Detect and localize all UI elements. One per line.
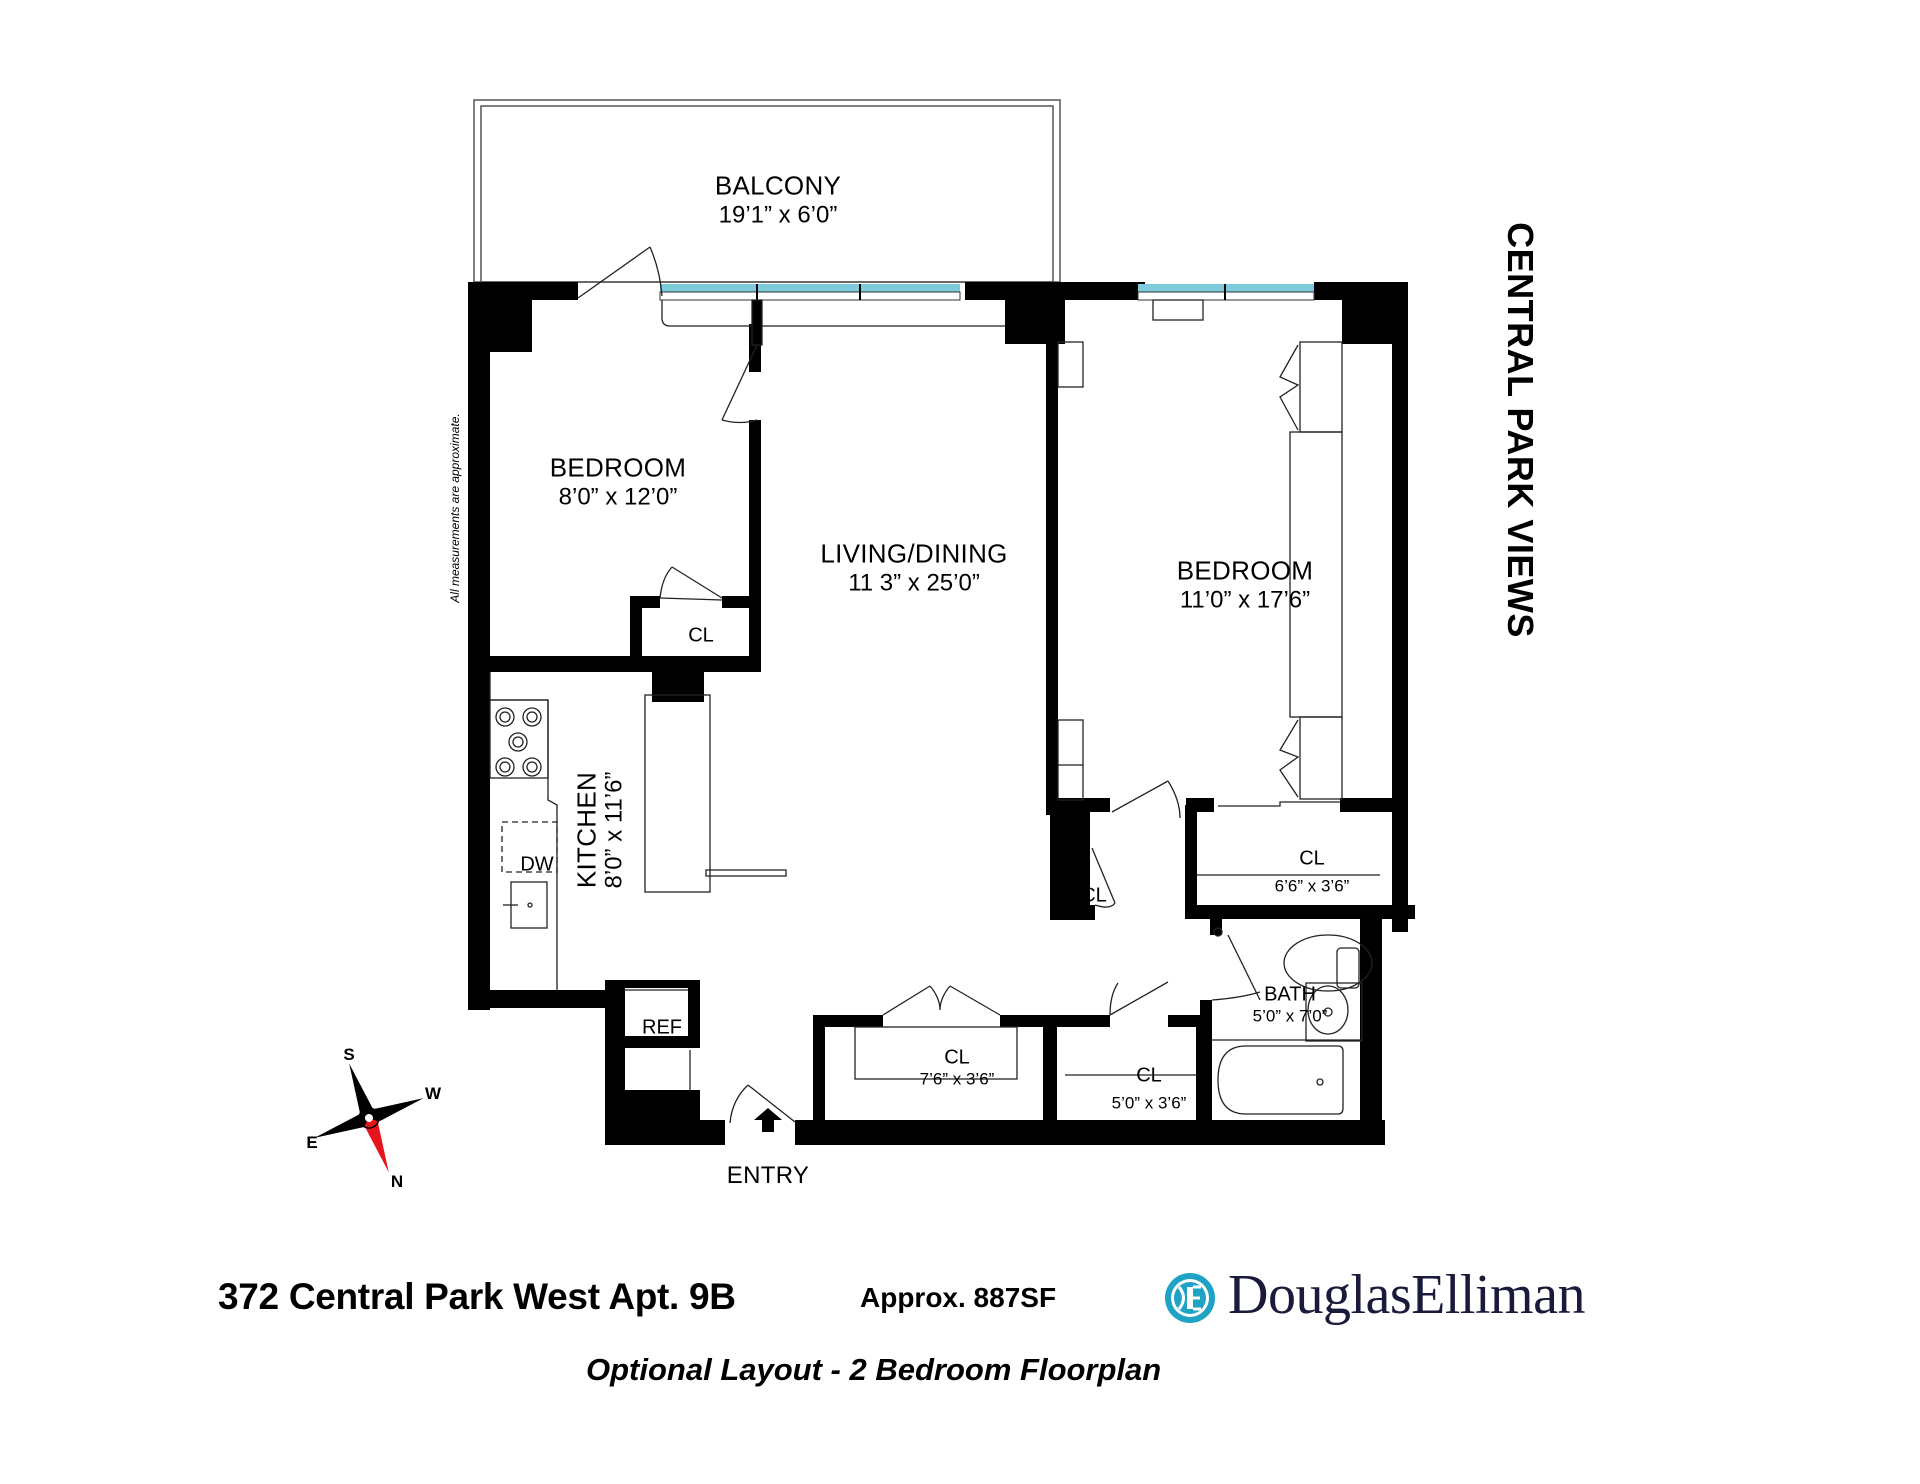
brand-logo-icon xyxy=(1165,1273,1215,1323)
closet-dimensions: 6’6” x 3’6” xyxy=(1274,876,1350,896)
brand-name: DouglasElliman xyxy=(1228,1264,1585,1326)
room-dimensions: 8’0” x 12’0” xyxy=(558,483,678,511)
central-park-views-label: CENTRAL PARK VIEWS xyxy=(1500,222,1541,638)
closet-hall-bath: CL 5’0” x 3’6” xyxy=(1112,1065,1187,1114)
room-bedroom-right: BEDROOM 11’0” x 17’6” xyxy=(1176,555,1314,614)
windows xyxy=(659,284,1315,301)
closet-dimensions: 7’6” x 3’6” xyxy=(919,1069,995,1089)
room-name: BALCONY xyxy=(714,170,842,201)
balcony-outline xyxy=(473,99,1061,283)
closet-hall-large: CL 7’6” x 3’6” xyxy=(920,1047,995,1090)
compass-south: S xyxy=(343,1045,355,1064)
compass-rose xyxy=(314,1063,424,1173)
square-footage: Approx. 887SF xyxy=(860,1282,1057,1313)
closet-name: CL xyxy=(1136,1064,1162,1087)
dishwasher-label: DW xyxy=(520,853,554,876)
closet-right-bedroom: CL 6’6” x 3’6” xyxy=(1275,848,1350,897)
compass-north: N xyxy=(390,1172,404,1191)
room-name: BATH xyxy=(1264,983,1316,1006)
layout-subtitle: Optional Layout - 2 Bedroom Floorplan xyxy=(586,1352,1162,1387)
closet-hall-small: CL xyxy=(1081,884,1107,907)
room-entry: ENTRY xyxy=(726,1162,810,1190)
refrigerator-label: REF xyxy=(642,1016,682,1039)
property-address: 372 Central Park West Apt. 9B xyxy=(218,1276,736,1317)
room-name: KITCHEN xyxy=(571,771,602,889)
room-name: LIVING/DINING xyxy=(820,538,1008,569)
room-dimensions: 8’0” x 11’6” xyxy=(600,771,628,889)
room-dimensions: 11 3” x 25’0” xyxy=(848,569,980,597)
room-name: BEDROOM xyxy=(1176,555,1314,586)
walls xyxy=(468,282,1415,1145)
details xyxy=(489,246,1380,1124)
room-balcony: BALCONY 19’1” x 6’0” xyxy=(714,170,842,229)
closet-dimensions: 5’0” x 3’6” xyxy=(1111,1093,1187,1113)
measurement-disclaimer: All measurements are approximate. xyxy=(448,413,462,603)
closet-name: CL xyxy=(944,1046,970,1069)
compass-west: W xyxy=(424,1084,442,1103)
room-dimensions: 19’1” x 6’0” xyxy=(718,201,838,229)
closet-left-bedroom: CL xyxy=(688,624,714,647)
room-bath: BATH 5’0” x 7’0” xyxy=(1253,984,1328,1027)
room-dimensions: 11’0” x 17’6” xyxy=(1179,586,1311,614)
closet-name: CL xyxy=(1299,847,1325,870)
room-name: BEDROOM xyxy=(549,452,687,483)
entry-arrow-icon xyxy=(754,1108,782,1132)
brand-block: DouglasElliman xyxy=(1158,1260,1585,1330)
room-living-dining: LIVING/DINING 11 3” x 25’0” xyxy=(820,538,1008,597)
compass-east: E xyxy=(306,1133,318,1152)
room-bedroom-left: BEDROOM 8’0” x 12’0” xyxy=(549,452,687,511)
stove-burners xyxy=(495,707,542,777)
room-dimensions: 5’0” x 7’0” xyxy=(1252,1006,1328,1026)
room-kitchen: KITCHEN 8’0” x 11’6” xyxy=(571,771,628,889)
